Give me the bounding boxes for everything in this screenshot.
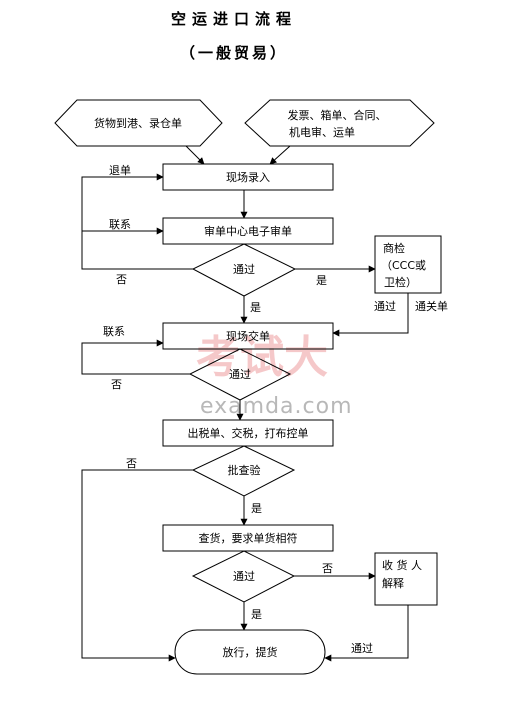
watermark-url: examda.com	[200, 394, 353, 419]
edge-inspection-to-submit	[332, 293, 409, 337]
node-inspect-decision-label: 批查验	[228, 463, 261, 477]
edge-labels: 退单 联系 否 是 是 通过 通关单 联系 否 否 是 否 是 通过	[103, 164, 448, 655]
edge-docs-to-entry	[269, 145, 291, 165]
node-release: 放行，提货	[174, 629, 326, 675]
node-ecenter-review-label: 审单中心电子审单	[204, 224, 292, 238]
node-consignee: 收 货 人 解释	[374, 552, 438, 606]
node-pass3: 通过	[191, 550, 296, 603]
node-documents: 发票、箱单、合同、 机电审、运单	[244, 99, 435, 147]
node-check-goods-label: 查货，要求单货相符	[199, 531, 298, 545]
edge-consignee-to-release	[324, 605, 409, 662]
label-yes2: 是	[251, 502, 262, 515]
node-ecenter-review: 审单中心电子审单	[162, 217, 334, 245]
node-arrival-label: 货物到港、录仓单	[94, 116, 182, 130]
label-pass-final: 通过	[351, 642, 373, 655]
node-inspection: 商检 （CCC或 卫检）	[374, 235, 442, 294]
label-customs-clearance: 通关单	[415, 299, 448, 313]
page-subtitle: （一般贸易）	[180, 44, 288, 62]
edge-no-contact2	[81, 339, 190, 375]
node-documents-line1: 发票、箱单、合同、	[288, 108, 387, 122]
node-check-goods: 查货，要求单货相符	[162, 524, 334, 552]
node-tax-label: 出税单、交税，打布控单	[188, 426, 309, 440]
watermark-cn: 考试大	[196, 332, 328, 383]
label-pass: 通过	[374, 300, 396, 313]
edge-arrival-to-entry	[185, 145, 205, 165]
label-no4: 否	[322, 562, 333, 575]
label-yes1: 是	[316, 274, 327, 287]
node-pass2-label: 通过	[229, 368, 251, 381]
watermark: 考试大 examda.com	[196, 332, 353, 419]
node-inspection-line3: 卫检）	[384, 275, 417, 289]
node-pass1: 通过	[191, 243, 297, 297]
node-documents-line2: 机电审、运单	[289, 125, 355, 139]
node-release-label: 放行，提货	[223, 645, 278, 659]
label-no2: 否	[111, 378, 122, 391]
node-arrival: 货物到港、录仓单	[54, 99, 223, 147]
edge-no-return	[81, 173, 193, 270]
label-return: 退单	[109, 164, 131, 177]
node-onsite-entry: 现场录入	[162, 163, 334, 191]
node-consignee-line1: 收 货 人	[382, 558, 422, 572]
edges	[81, 145, 409, 662]
node-inspect-decision: 批查验	[191, 445, 296, 497]
page-title: 空运进口流程	[171, 10, 297, 28]
node-pass3-label: 通过	[233, 570, 255, 583]
label-contact1: 联系	[109, 218, 131, 231]
node-consignee-line2: 解释	[382, 576, 404, 590]
label-yes3: 是	[251, 608, 262, 621]
node-onsite-submit-label: 现场交单	[226, 329, 270, 343]
label-yes-down1: 是	[250, 301, 261, 314]
node-inspection-line1: 商检	[383, 241, 405, 255]
label-no1: 否	[116, 273, 127, 286]
node-pass1-label: 通过	[233, 263, 255, 276]
node-onsite-entry-label: 现场录入	[226, 170, 270, 184]
node-tax: 出税单、交税，打布控单	[162, 419, 334, 447]
label-contact2: 联系	[103, 325, 125, 338]
label-no3: 否	[126, 457, 137, 470]
node-inspection-line2: （CCC或	[381, 259, 426, 272]
edge-no-inspect-release	[81, 469, 193, 662]
